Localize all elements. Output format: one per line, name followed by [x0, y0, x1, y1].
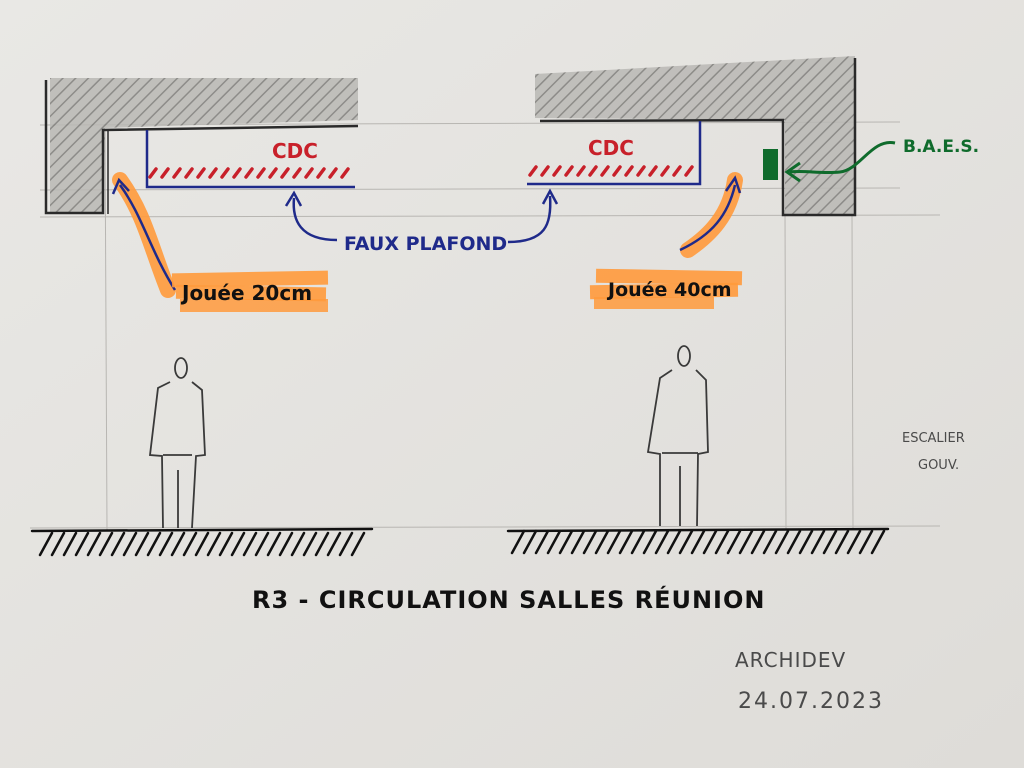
left-ceiling-slab — [44, 78, 359, 215]
person-figure-right — [646, 345, 709, 527]
baes-box — [763, 149, 778, 180]
floor-left — [30, 527, 374, 557]
right-ceiling-slab — [535, 56, 857, 217]
escalier-label-line1: ESCALIER — [902, 431, 965, 446]
left-cdc-hatching — [148, 167, 350, 179]
date-label: 24.07.2023 — [738, 689, 884, 714]
right-cdc-label: CDC — [588, 136, 634, 160]
left-cdc-label: CDC — [272, 139, 318, 163]
drawing-title: R3 - CIRCULATION SALLES RÉUNION — [252, 585, 765, 614]
jouee-left-callout: Jouée 20cm — [111, 172, 329, 312]
author-label: ARCHIDEV — [735, 648, 846, 672]
faux-plafond-label: FAUX PLAFOND — [344, 233, 507, 255]
person-figure-left — [148, 357, 206, 529]
baes-callout: B.A.E.S. — [763, 137, 979, 183]
faux-plafond-callout: FAUX PLAFOND — [284, 188, 559, 255]
escalier-label-line2: GOUV. — [918, 458, 959, 473]
right-cdc-box: CDC — [527, 121, 702, 186]
jouee-right-label: Jouée 40cm — [606, 279, 732, 301]
jouee-right-callout: Jouée 40cm — [589, 172, 743, 309]
floor-right — [506, 527, 890, 555]
left-cdc-box: CDC — [145, 130, 355, 189]
baes-label: B.A.E.S. — [903, 137, 979, 157]
jouee-left-label: Jouée 20cm — [180, 281, 312, 305]
right-cdc-hatching — [528, 165, 694, 177]
